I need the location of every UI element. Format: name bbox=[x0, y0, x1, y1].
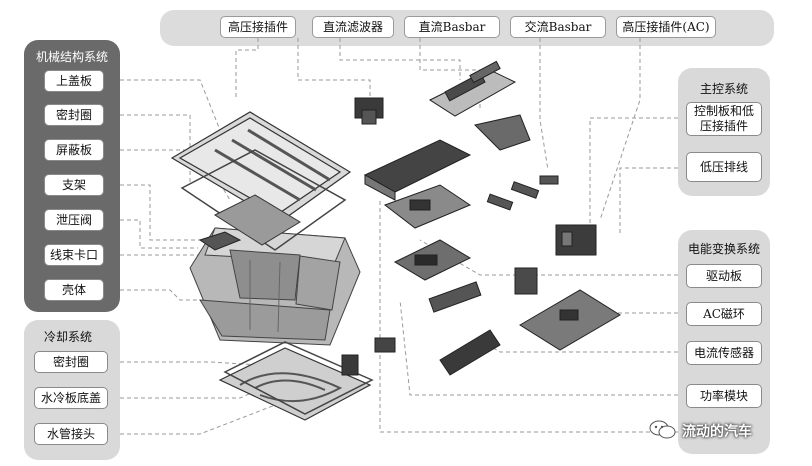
ac-magnetic-ring bbox=[514, 267, 538, 295]
label-water-pipe-joint: 水管接头 bbox=[34, 423, 108, 445]
label-driver-board: 驱动板 bbox=[686, 264, 762, 288]
shield-plate bbox=[213, 194, 301, 246]
bracket bbox=[198, 231, 242, 251]
label-control-board: 控制板和低压接插件 bbox=[686, 102, 762, 136]
label-dc-filter: 直流滤波器 bbox=[312, 16, 394, 38]
label-shield-plate: 屏蔽板 bbox=[44, 139, 104, 161]
seal-ring-cooling bbox=[223, 341, 374, 415]
label-hv-connector-ac: 高压接插件(AC) bbox=[616, 16, 716, 38]
small-busbar-3 bbox=[539, 175, 559, 185]
control-system-title: 主控系统 bbox=[700, 82, 749, 96]
dc-filter bbox=[363, 139, 472, 201]
small-busbar-1 bbox=[510, 181, 540, 199]
cooling-system-title: 冷却系统 bbox=[44, 330, 93, 344]
wechat-icon bbox=[649, 420, 676, 439]
hv-connector bbox=[354, 97, 384, 125]
label-pressure-valve: 泄压阀 bbox=[44, 209, 104, 231]
label-current-sensor: 电流传感器 bbox=[686, 341, 762, 365]
driver-board-part bbox=[393, 239, 472, 281]
label-top-cover: 上盖板 bbox=[44, 70, 104, 92]
label-ac-busbar: 交流Basbar bbox=[510, 16, 606, 38]
ac-hv-connector bbox=[555, 224, 597, 256]
watermark-text: 流动的汽车 bbox=[682, 424, 752, 440]
label-cooling-plate-cover: 水冷板底盖 bbox=[34, 387, 108, 409]
control-board-part bbox=[383, 184, 472, 229]
label-dc-busbar: 直流Basbar bbox=[404, 16, 500, 38]
water-pipe-joint-part bbox=[341, 354, 359, 376]
housing bbox=[189, 227, 361, 346]
current-sensor-part bbox=[428, 281, 482, 313]
label-housing: 壳体 bbox=[44, 279, 104, 301]
cooling-plate bbox=[218, 347, 372, 421]
label-cooling-seal-ring: 密封圈 bbox=[34, 351, 108, 373]
label-power-module: 功率模块 bbox=[686, 384, 762, 408]
mechanical-system-title: 机械结构系统 bbox=[36, 50, 109, 64]
ac-busbar bbox=[474, 114, 531, 151]
dc-busbar bbox=[428, 60, 517, 117]
small-busbar-2 bbox=[486, 193, 514, 211]
label-harness-clip: 线束卡口 bbox=[44, 244, 104, 266]
power-module-part bbox=[439, 329, 501, 376]
label-low-voltage-cable: 低压排线 bbox=[686, 152, 762, 182]
pressure-valve-part bbox=[374, 337, 396, 353]
label-bracket: 支架 bbox=[44, 174, 104, 196]
label-hv-connector: 高压接插件 bbox=[220, 16, 296, 38]
label-ac-magnetic-ring: AC磁环 bbox=[686, 302, 762, 326]
top-cover bbox=[170, 111, 352, 223]
power-conversion-title: 电能变换系统 bbox=[688, 242, 761, 256]
label-seal-ring: 密封圈 bbox=[44, 104, 104, 126]
power-board bbox=[519, 289, 621, 351]
